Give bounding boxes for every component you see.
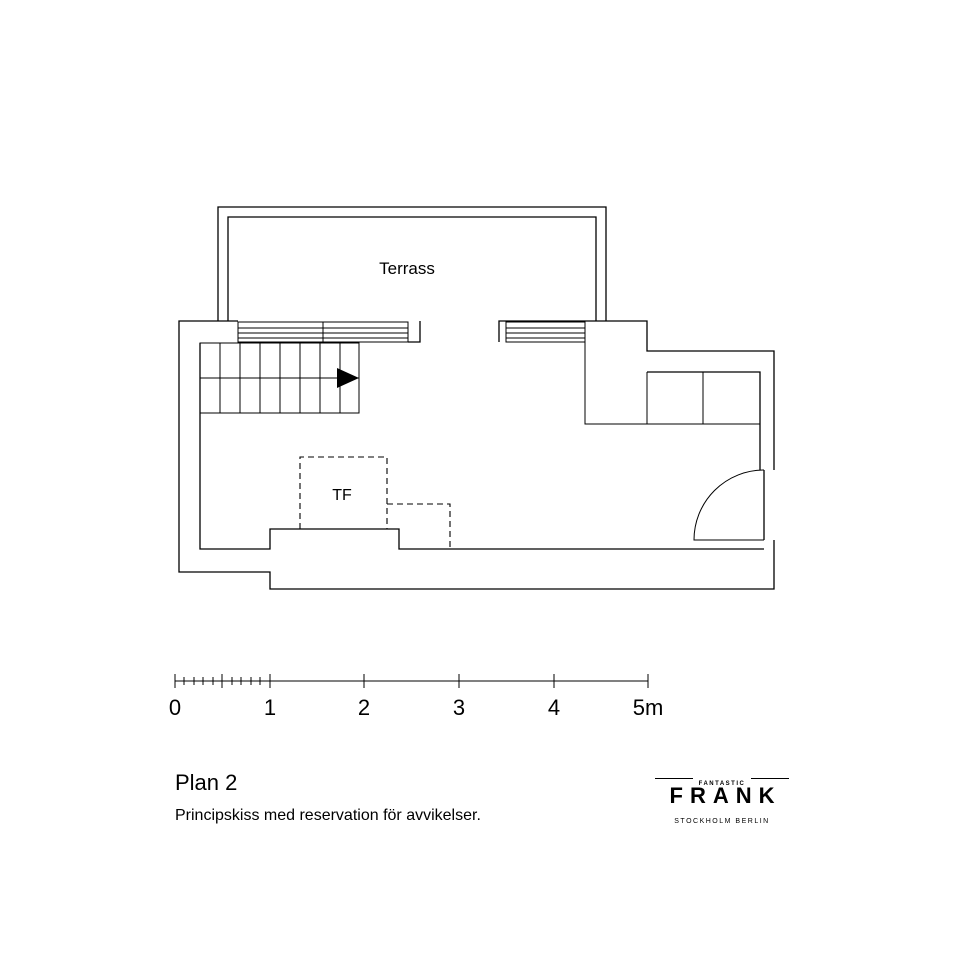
window-left xyxy=(237,321,409,343)
scale-label-5: 5m xyxy=(633,695,664,720)
logo-top-text: FANTASTIC xyxy=(698,781,746,787)
terrace-label: Terrass xyxy=(379,259,435,278)
plan-title: Plan 2 xyxy=(175,770,238,795)
logo-main-text: FRANK xyxy=(669,783,782,808)
outer-walls xyxy=(178,320,775,590)
stair-arrow-icon xyxy=(337,368,359,388)
window-right xyxy=(505,321,586,343)
scale-label-3: 3 xyxy=(453,695,465,720)
door xyxy=(693,469,765,541)
tf-label: TF xyxy=(332,487,352,504)
scale-label-0: 0 xyxy=(169,695,181,720)
tf-area xyxy=(299,456,451,549)
logo-sub-text: STOCKHOLM BERLIN xyxy=(674,818,770,825)
plan-subtitle: Principskiss med reservation för avvikel… xyxy=(175,807,481,824)
staircase xyxy=(199,342,360,414)
scale-label-1: 1 xyxy=(264,695,276,720)
terrace xyxy=(217,206,607,321)
scale-label-2: 2 xyxy=(358,695,370,720)
scale-bar: 0 1 2 3 4 5m xyxy=(169,674,663,720)
brand-logo: FANTASTIC FRANK STOCKHOLM BERLIN xyxy=(652,772,792,825)
scale-label-4: 4 xyxy=(548,695,560,720)
cabinets xyxy=(584,321,760,425)
